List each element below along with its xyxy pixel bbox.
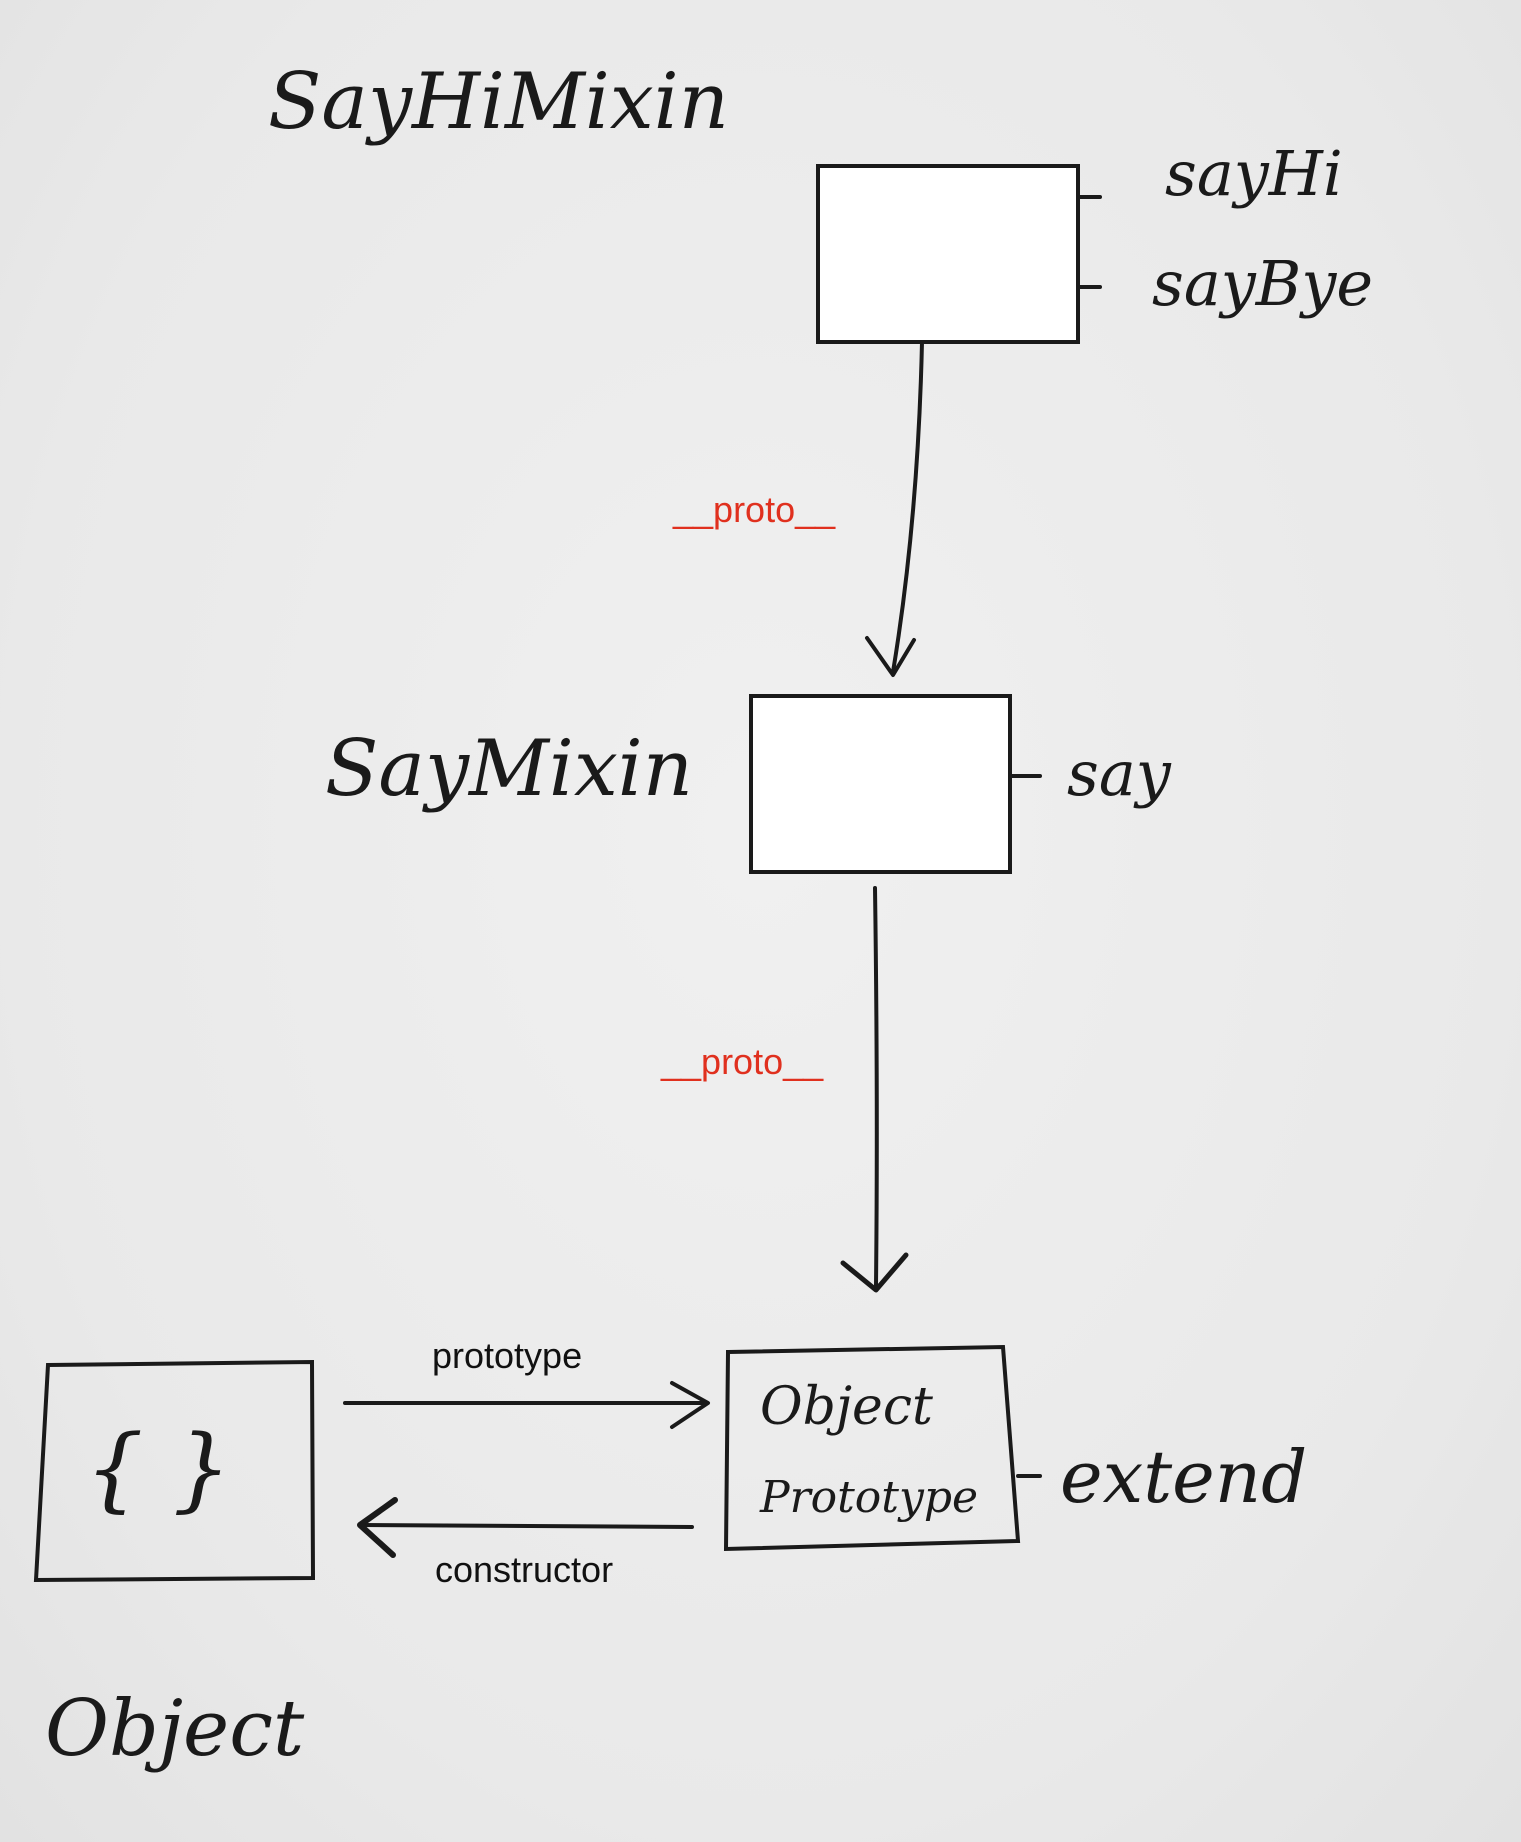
proto-edge-label-2: __proto__ xyxy=(660,1041,824,1082)
proto-arrow-1-shaft xyxy=(891,340,924,674)
say-hi-method-label: sayHi xyxy=(1165,137,1343,210)
prototype-arrow-head xyxy=(670,1381,710,1429)
proto-arrow-2-head xyxy=(840,1252,909,1293)
proto-arrow-1-head xyxy=(865,636,916,677)
proto-arrow-2-shaft xyxy=(873,886,879,1287)
say-mixin-box xyxy=(749,694,1012,874)
object-prototype-line2: Prototype xyxy=(759,1472,978,1523)
say-hi-mixin-title: SayHiMixin xyxy=(268,57,729,147)
object-prototype-line1: Object xyxy=(760,1377,933,1437)
constructor-edge-label: constructor xyxy=(435,1549,613,1590)
constructor-arrow-head xyxy=(357,1497,398,1558)
object-box xyxy=(33,1359,316,1583)
extend-method-label: extend xyxy=(1060,1435,1307,1519)
say-bye-method-label: sayBye xyxy=(1152,247,1373,320)
say-hi-mixin-box xyxy=(816,164,1080,344)
proto-edge-label-1: __proto__ xyxy=(672,489,836,530)
prototype-edge-label: prototype xyxy=(432,1335,582,1376)
object-title: Object xyxy=(45,1684,305,1774)
object-prototype-box xyxy=(723,1344,1021,1552)
object-box-content: { } xyxy=(85,1415,231,1522)
say-method-label: say xyxy=(1067,737,1172,810)
constructor-arrow-shaft xyxy=(360,1523,694,1529)
say-mixin-title: SayMixin xyxy=(325,724,693,814)
